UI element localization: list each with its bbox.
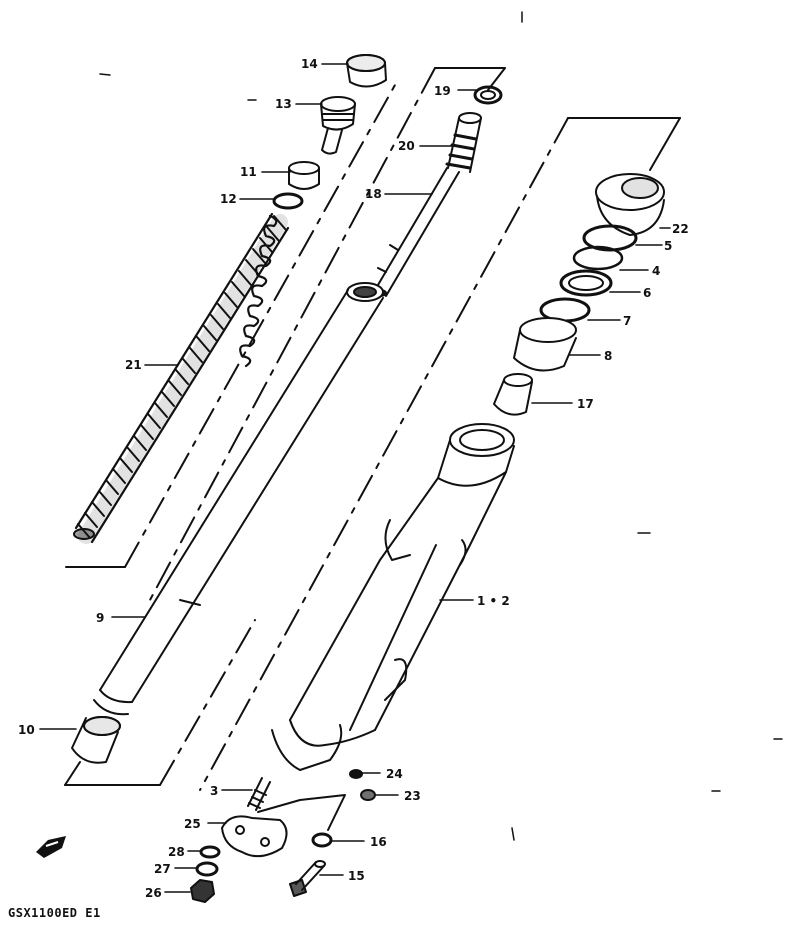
part-9-inner-tube (99, 282, 384, 703)
part-1-2-outer-tube (271, 423, 515, 771)
label-1-2: 1 • 2 (477, 594, 510, 608)
label-3: 3 (210, 784, 218, 798)
label-11: 11 (240, 165, 257, 179)
part-11-collar (288, 161, 320, 190)
group-bracket-outer (64, 117, 681, 791)
label-15: 15 (348, 869, 365, 883)
part-3-axle-bolt (247, 777, 346, 831)
label-14: 14 (301, 57, 318, 71)
part-25-clamp (221, 815, 288, 858)
part-24-plug (349, 769, 363, 779)
part-28-washer (199, 845, 221, 859)
label-20: 20 (398, 139, 415, 153)
part-26-nut (190, 879, 215, 903)
label-26: 26 (145, 886, 162, 900)
diagram-code: GSX1100ED E1 (8, 906, 101, 920)
label-17: 17 (577, 397, 594, 411)
scan-marks (99, 11, 783, 841)
part-17-oil-lock (493, 373, 533, 416)
label-9: 9 (96, 611, 104, 625)
part-labels: 14 13 11 12 21 19 20 18 22 5 4 6 7 8 17 … (18, 57, 689, 900)
leader-lines (39, 63, 671, 893)
part-22-dust-seal (595, 173, 665, 236)
label-27: 27 (154, 862, 171, 876)
part-20-rod-top (445, 112, 482, 173)
label-16: 16 (370, 835, 387, 849)
front-arrow-icon (36, 836, 66, 858)
part-23-screw (360, 789, 376, 801)
label-24: 24 (386, 767, 403, 781)
label-22: 22 (672, 222, 689, 236)
label-19: 19 (434, 84, 451, 98)
part-27-washer (195, 861, 219, 877)
part-15-bolt (289, 860, 326, 897)
label-25: 25 (184, 817, 201, 831)
part-10-bush (71, 689, 133, 764)
label-28: 28 (168, 845, 185, 859)
part-13-bolt (320, 96, 356, 155)
label-10: 10 (18, 723, 35, 737)
part-16-gasket (311, 832, 333, 848)
part-6-seal (559, 269, 613, 297)
part-5-ring (582, 224, 638, 252)
label-7: 7 (623, 314, 631, 328)
label-21: 21 (125, 358, 142, 372)
label-5: 5 (664, 239, 672, 253)
part-14-cap (346, 54, 387, 88)
label-23: 23 (404, 789, 421, 803)
group-bracket-spring (65, 84, 396, 568)
part-19-ring (473, 85, 503, 105)
label-6: 6 (643, 286, 651, 300)
label-8: 8 (604, 349, 612, 363)
label-12: 12 (220, 192, 237, 206)
label-13: 13 (275, 97, 292, 111)
part-4-clip (572, 245, 624, 271)
label-4: 4 (652, 264, 660, 278)
part-12-oring (272, 192, 304, 210)
part-18-damper-rod (373, 167, 460, 297)
part-21-spring (73, 212, 290, 544)
part-8-bush (513, 317, 577, 372)
label-18: 18 (365, 187, 382, 201)
